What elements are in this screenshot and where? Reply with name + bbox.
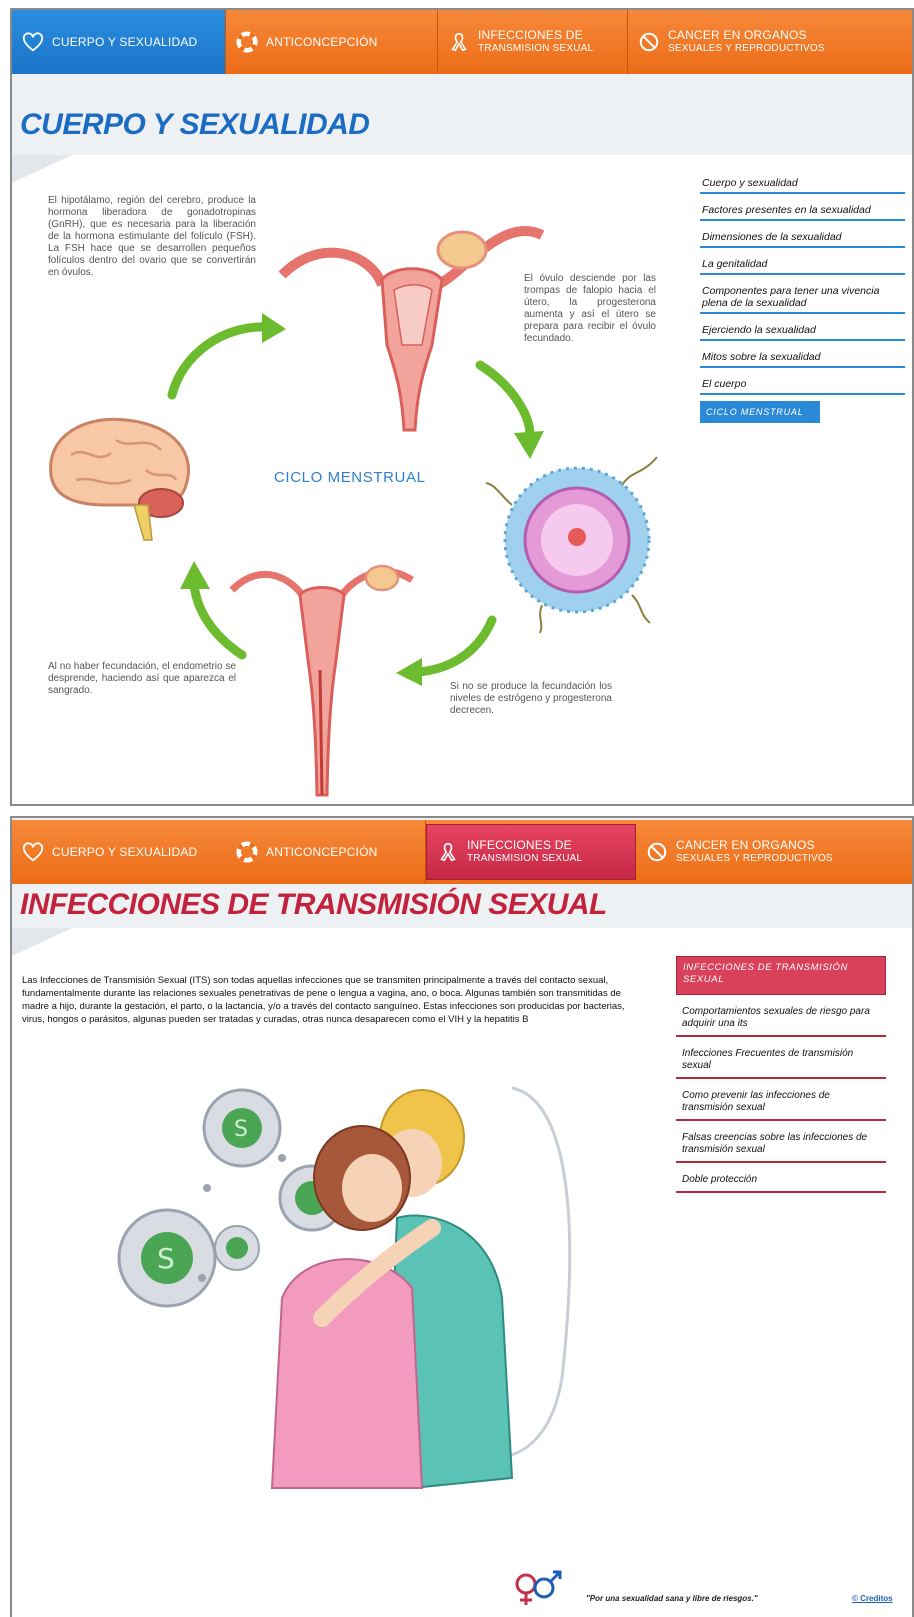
menu-item-comportamientos[interactable]: Comportamientos sexuales de riesgo para … <box>676 1001 886 1037</box>
ribbon-icon <box>451 32 467 52</box>
cycle-label: CICLO MENSTRUAL <box>274 469 426 486</box>
screenshot-cuerpo-sexualidad: CUERPO Y SEXUALIDAD ANTICONCEPCIÓN INFEC… <box>10 8 914 806</box>
tab-label-line1: INFECCIONES DE <box>478 28 583 42</box>
tab-label-line1: INFECCIONES DE <box>467 838 572 852</box>
menu-item-el-cuerpo[interactable]: El cuerpo <box>700 374 905 395</box>
heart-icon <box>22 32 44 52</box>
tab-anticoncepcion[interactable]: ANTICONCEPCIÓN <box>226 10 438 74</box>
menu-item-doble-proteccion[interactable]: Doble protección <box>676 1169 886 1193</box>
tab-label: CUERPO Y SEXUALIDAD <box>52 35 198 49</box>
arrow-icon <box>180 561 247 660</box>
virus-illustration: S S <box>117 1088 346 1308</box>
lifebuoy-icon <box>236 841 258 863</box>
arrow-icon <box>167 313 286 400</box>
footer-quote: "Por una sexualidad sana y libre de ries… <box>586 1594 758 1603</box>
credits-link[interactable]: © Creditos <box>852 1594 893 1603</box>
tab-label-line2: SEXUALES Y REPRODUCTIVOS <box>676 853 833 864</box>
content-panel: Las Infecciones de Transmisión Sexual (I… <box>12 928 670 1617</box>
ribbon-icon <box>440 842 456 862</box>
tab-label: ANTICONCEPCIÓN <box>266 35 378 49</box>
page-title: CUERPO Y SEXUALIDAD <box>20 108 370 141</box>
section-menu: Cuerpo y sexualidad Factores presentes e… <box>700 173 905 429</box>
prohibited-icon <box>639 32 659 52</box>
menu-item-frecuentes[interactable]: Infecciones Frecuentes de transmisión se… <box>676 1043 886 1079</box>
virus-icon: S <box>202 1088 282 1168</box>
heart-icon <box>22 842 44 862</box>
uterus-shedding-illustration <box>229 564 414 797</box>
tab-cuerpo-sexualidad[interactable]: CUERPO Y SEXUALIDAD <box>12 820 226 884</box>
no-fecundacion-note: Si no se produce la fecundación los nive… <box>450 681 612 716</box>
section-menu: INFECCIONES DE TRANSMISIÓN SEXUAL Compor… <box>676 956 886 1199</box>
couple-illustration <box>270 1086 572 1490</box>
brain-illustration <box>49 417 190 541</box>
tab-label-line1: CANCER EN ORGANOS <box>676 838 815 852</box>
hypothalamus-note: El hipotálamo, región del cerebro, produ… <box>48 195 256 278</box>
arrow-icon <box>396 615 497 686</box>
prohibited-icon <box>647 842 667 862</box>
menu-item-componentes[interactable]: Componentes para tener una vivencia plen… <box>700 281 905 314</box>
menu-item-falsas-creencias[interactable]: Falsas creencias sobre las infecciones d… <box>676 1127 886 1163</box>
menu-item-ciclo-menstrual[interactable]: CICLO MENSTRUAL <box>700 401 820 423</box>
menu-item-genitalidad[interactable]: La genitalidad <box>700 254 905 275</box>
content-panel: El hipotálamo, región del cerebro, produ… <box>12 155 692 804</box>
ovum-illustration <box>485 456 658 634</box>
menu-item-ejerciendo[interactable]: Ejerciendo la sexualidad <box>700 320 905 341</box>
panel-fold <box>12 155 72 183</box>
virus-icon: S <box>117 1208 217 1308</box>
tab-label-line1: CANCER EN ORGANOS <box>668 28 807 42</box>
menu-item-infecciones[interactable]: INFECCIONES DE TRANSMISIÓN SEXUAL <box>676 956 886 995</box>
screenshot-infecciones: CUERPO Y SEXUALIDAD ANTICONCEPCIÓN INFEC… <box>10 816 914 1617</box>
virus-icon <box>214 1225 260 1271</box>
arrow-icon <box>475 360 544 459</box>
tab-label: CUERPO Y SEXUALIDAD <box>52 845 198 859</box>
menu-item-factores[interactable]: Factores presentes en la sexualidad <box>700 200 905 221</box>
page-title: INFECCIONES DE TRANSMISIÓN SEXUAL <box>20 888 607 921</box>
its-intro-text: Las Infecciones de Transmisión Sexual (I… <box>22 975 625 1025</box>
main-nav: CUERPO Y SEXUALIDAD ANTICONCEPCIÓN INFEC… <box>12 10 912 74</box>
svg-text:S: S <box>234 1117 248 1142</box>
footer: "Por una sexualidad sana y libre de ries… <box>12 1508 912 1617</box>
menu-item-prevenir[interactable]: Como prevenir las infecciones de transmi… <box>676 1085 886 1121</box>
tab-label-line2: TRANSMISION SEXUAL <box>478 43 594 54</box>
main-nav: CUERPO Y SEXUALIDAD ANTICONCEPCIÓN INFEC… <box>12 820 912 884</box>
menu-item-dimensiones[interactable]: Dimensiones de la sexualidad <box>700 227 905 248</box>
menu-item-mitos[interactable]: Mitos sobre la sexualidad <box>700 347 905 368</box>
tab-label: ANTICONCEPCIÓN <box>266 845 378 859</box>
endometrio-note: Al no haber fecundación, el endometrio s… <box>48 661 236 696</box>
tab-label-line2: SEXUALES Y REPRODUCTIVOS <box>668 43 825 54</box>
tab-label-line2: TRANSMISION SEXUAL <box>467 853 583 864</box>
gender-symbol-icon <box>515 1570 562 1605</box>
menu-item-cuerpo-sexualidad[interactable]: Cuerpo y sexualidad <box>700 173 905 194</box>
section-sidebar: INFECCIONES DE TRANSMISIÓN SEXUAL Compor… <box>670 928 912 1617</box>
section-sidebar: Cuerpo y sexualidad Factores presentes e… <box>692 155 912 804</box>
panel-fold <box>12 928 72 956</box>
tab-anticoncepcion[interactable]: ANTICONCEPCIÓN <box>226 820 426 884</box>
svg-text:S: S <box>157 1242 175 1275</box>
ovulo-note: El óvulo desciende por las trompas de fa… <box>524 273 656 344</box>
lifebuoy-icon <box>236 31 258 53</box>
tab-cuerpo-sexualidad[interactable]: CUERPO Y SEXUALIDAD <box>12 10 226 74</box>
uterus-illustration <box>278 226 545 432</box>
